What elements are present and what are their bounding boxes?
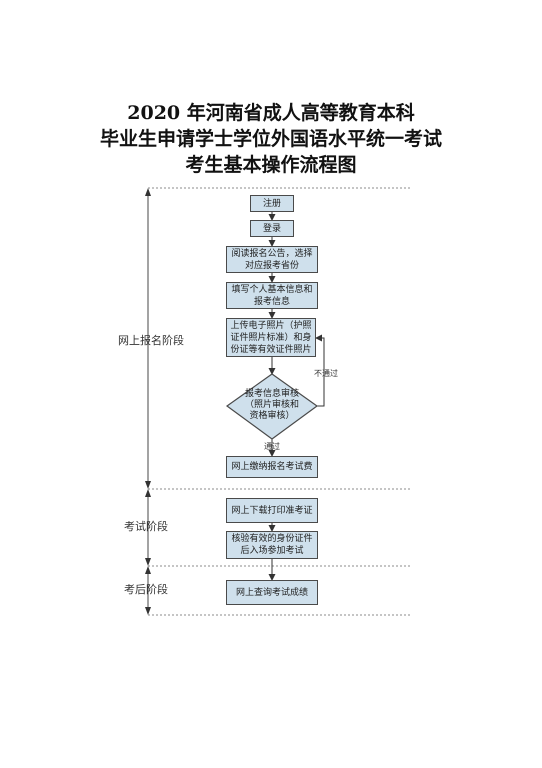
- phase-label-post: 考后阶段: [124, 583, 168, 596]
- review-diamond: [225, 373, 319, 440]
- phase-label-exam: 考试阶段: [124, 520, 168, 533]
- step-pay-fee: 网上缴纳报名考试费: [226, 456, 318, 478]
- step-upload-photo: 上传电子照片（护照证件照片标准）和身份证等有效证件照片: [226, 318, 316, 357]
- title-line-1: 2020 年河南省成人高等教育本科: [127, 102, 415, 124]
- step-check-score: 网上查询考试成绩: [226, 580, 318, 605]
- fail-loop: [315, 334, 325, 407]
- edge-label-pass: 通过: [264, 442, 280, 451]
- step-review: 报考信息审核（照片审核和资格审核）: [244, 389, 299, 421]
- step-login: 登录: [250, 220, 294, 237]
- phase-label-online: 网上报名阶段: [118, 334, 184, 347]
- title-line-2: 毕业生申请学士学位外国语水平统一考试: [99, 128, 442, 150]
- title-line-3: 考生基本操作流程图: [185, 154, 357, 176]
- step-verify-id: 核验有效的身份证件后入场参加考试: [226, 531, 318, 559]
- step-register: 注册: [250, 195, 294, 212]
- step-download-ticket: 网上下载打印准考证: [226, 498, 318, 523]
- step-read-notice: 阅读报名公告，选择对应报考省份: [226, 246, 318, 273]
- step-fill-info: 填写个人基本信息和报考信息: [226, 282, 318, 309]
- edge-label-fail: 不通过: [314, 369, 338, 378]
